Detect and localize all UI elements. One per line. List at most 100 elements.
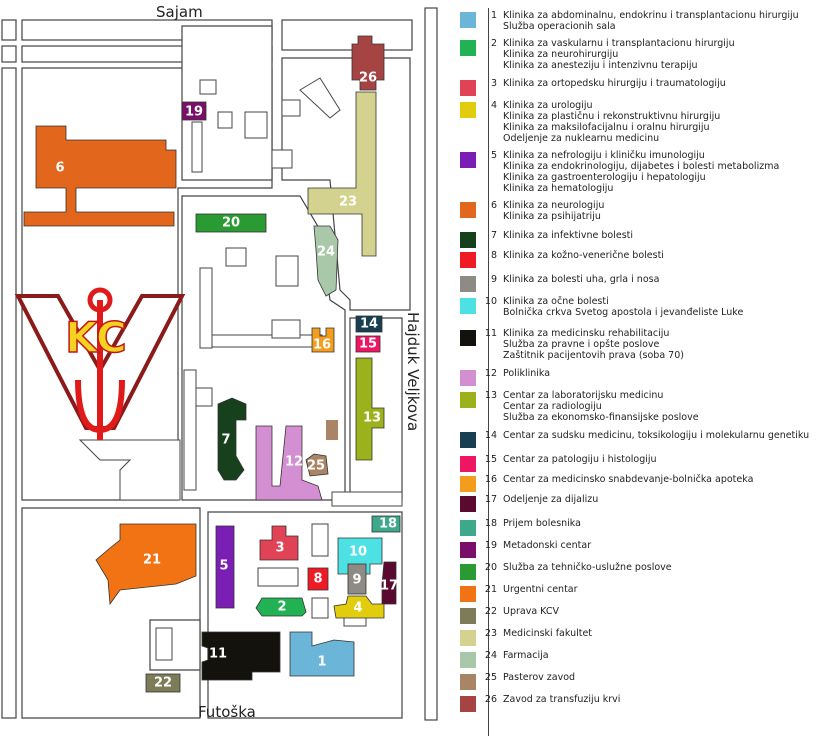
street-hajduk-veljkova: Hajduk Veljkova bbox=[404, 312, 422, 431]
legend-number-9: 9 bbox=[490, 274, 497, 285]
building-25-shape[interactable] bbox=[305, 453, 329, 477]
legend-number-15: 15 bbox=[484, 454, 497, 465]
building-20-shape[interactable] bbox=[195, 213, 267, 233]
building-16-shape[interactable] bbox=[311, 327, 335, 353]
building-21-shape[interactable] bbox=[95, 523, 197, 606]
building-17-shape[interactable] bbox=[381, 561, 397, 605]
building-11-label: 11 bbox=[209, 647, 227, 662]
building-23-shape[interactable] bbox=[307, 91, 377, 257]
legend-number-12: 12 bbox=[484, 368, 497, 379]
legend-swatch-4 bbox=[460, 102, 476, 118]
legend-line: Centar za patologiju i histologiju bbox=[503, 454, 657, 465]
legend-text-18: Prijem bolesnika bbox=[503, 518, 823, 529]
building-16-label: 16 bbox=[313, 338, 331, 353]
building-26-shape[interactable] bbox=[351, 35, 385, 91]
legend-line: Klinika za ortopedsku hirurgiju i trauma… bbox=[503, 78, 726, 89]
legend-line: Urgentni centar bbox=[503, 584, 578, 595]
building-13-shape[interactable] bbox=[355, 357, 385, 461]
legend-line: Klinika za endokrinologiju, dijabetes i … bbox=[503, 161, 780, 172]
legend-number-23: 23 bbox=[484, 628, 497, 639]
legend-text-16: Centar za medicinsko snabdevanje-bolničk… bbox=[503, 474, 823, 485]
legend-line: Odeljenje za dijalizu bbox=[503, 494, 599, 505]
legend-number-14: 14 bbox=[484, 430, 497, 441]
legend-text-15: Centar za patologiju i histologiju bbox=[503, 454, 823, 465]
building-1-shape[interactable] bbox=[289, 631, 355, 677]
legend-line: Klinika za vaskularnu i transplantacionu… bbox=[503, 38, 735, 49]
legend-swatch-17 bbox=[460, 496, 476, 512]
building-18-shape[interactable] bbox=[371, 515, 401, 533]
building-22-shape[interactable] bbox=[145, 673, 181, 693]
legend-swatch-11 bbox=[460, 330, 476, 346]
buildings: 6 19 26 23 24 20 14 15 16 13 7 12 bbox=[23, 35, 401, 693]
legend-line: Klinika za nefrologiju i kliničku imunol… bbox=[503, 150, 705, 161]
building-5-shape[interactable] bbox=[215, 525, 235, 609]
building-6-shape[interactable] bbox=[23, 125, 177, 227]
building-12-label: 12 bbox=[285, 455, 303, 470]
legend-line: Klinika za urologiju bbox=[503, 100, 593, 111]
building-18-label: 18 bbox=[379, 517, 397, 532]
building-15-shape[interactable] bbox=[355, 335, 381, 353]
legend-swatch-24 bbox=[460, 652, 476, 668]
legend-number-20: 20 bbox=[484, 562, 497, 573]
legend-number-22: 22 bbox=[484, 606, 497, 617]
legend-text-24: Farmacija bbox=[503, 650, 823, 661]
building-3-label: 3 bbox=[275, 541, 284, 556]
building-19-shape[interactable] bbox=[181, 101, 207, 121]
building-9-shape[interactable] bbox=[347, 563, 367, 595]
building-26-label: 26 bbox=[359, 71, 377, 86]
building-7-shape[interactable] bbox=[217, 397, 247, 481]
building-12-shape[interactable] bbox=[255, 425, 323, 501]
building-6-label: 6 bbox=[55, 161, 64, 176]
legend-text-12: Poliklinika bbox=[503, 368, 823, 379]
legend-swatch-16 bbox=[460, 476, 476, 492]
legend-text-14: Centar za sudsku medicinu, toksikologiju… bbox=[503, 430, 823, 441]
legend-swatch-18 bbox=[460, 520, 476, 536]
legend-line: Klinika za infektivne bolesti bbox=[503, 230, 634, 241]
building-9-label: 9 bbox=[352, 573, 361, 588]
legend-line: Centar za sudsku medicinu, toksikologiju… bbox=[503, 430, 810, 441]
legend-number-17: 17 bbox=[484, 494, 497, 505]
legend-line: Centar za laboratorijsku medicinu bbox=[503, 390, 664, 401]
legend-number-1: 1 bbox=[490, 10, 497, 21]
building-5-label: 5 bbox=[219, 559, 228, 574]
legend-line: Služba za ekonomsko-finansijske poslove bbox=[503, 412, 699, 423]
legend-number-8: 8 bbox=[490, 250, 497, 261]
legend-number-13: 13 bbox=[484, 390, 497, 401]
legend-text-19: Metadonski centar bbox=[503, 540, 823, 551]
legend-swatch-3 bbox=[460, 80, 476, 96]
legend-line: Bolnička crkva Svetog apostola i jevanđe… bbox=[503, 307, 744, 318]
legend-number-24: 24 bbox=[484, 650, 497, 661]
building-4-shape[interactable] bbox=[333, 595, 385, 619]
legend-line: Služba operacionih sala bbox=[503, 21, 616, 32]
legend-text-17: Odeljenje za dijalizu bbox=[503, 494, 823, 505]
building-15-label: 15 bbox=[359, 337, 377, 352]
legend-line: Klinika za abdominalnu, endokrinu i tran… bbox=[503, 10, 799, 21]
legend-line: Klinika za kožno-venerične bolesti bbox=[503, 250, 664, 261]
legend-swatch-23 bbox=[460, 630, 476, 646]
legend-text-25: Pasterov zavod bbox=[503, 672, 823, 683]
building-14-shape[interactable] bbox=[355, 315, 383, 333]
legend-swatch-6 bbox=[460, 202, 476, 218]
legend-text-21: Urgentni centar bbox=[503, 584, 823, 595]
building-3-shape[interactable] bbox=[259, 525, 299, 561]
building-8-shape[interactable] bbox=[307, 567, 329, 591]
building-2-shape[interactable] bbox=[255, 597, 307, 617]
legend-swatch-12 bbox=[460, 370, 476, 386]
building-11-shape[interactable] bbox=[201, 631, 281, 681]
legend-swatch-21 bbox=[460, 586, 476, 602]
legend-swatch-7 bbox=[460, 232, 476, 248]
building-7-label: 7 bbox=[221, 433, 230, 448]
legend-swatch-14 bbox=[460, 432, 476, 448]
legend-number-11: 11 bbox=[484, 328, 497, 339]
legend-line: Klinika za neurologiju bbox=[503, 200, 605, 211]
legend-text-22: Uprava KCV bbox=[503, 606, 823, 617]
legend-swatch-22 bbox=[460, 608, 476, 624]
building-24-shape[interactable] bbox=[313, 225, 339, 297]
building-19-label: 19 bbox=[185, 105, 203, 120]
legend-text-26: Zavod za transfuziju krvi bbox=[503, 694, 823, 705]
legend-line: Klinika za neurohirurgiju bbox=[503, 49, 619, 60]
legend-line: Klinika za bolesti uha, grla i nosa bbox=[503, 274, 660, 285]
legend-text-2: Klinika za vaskularnu i transplantacionu… bbox=[503, 38, 823, 71]
